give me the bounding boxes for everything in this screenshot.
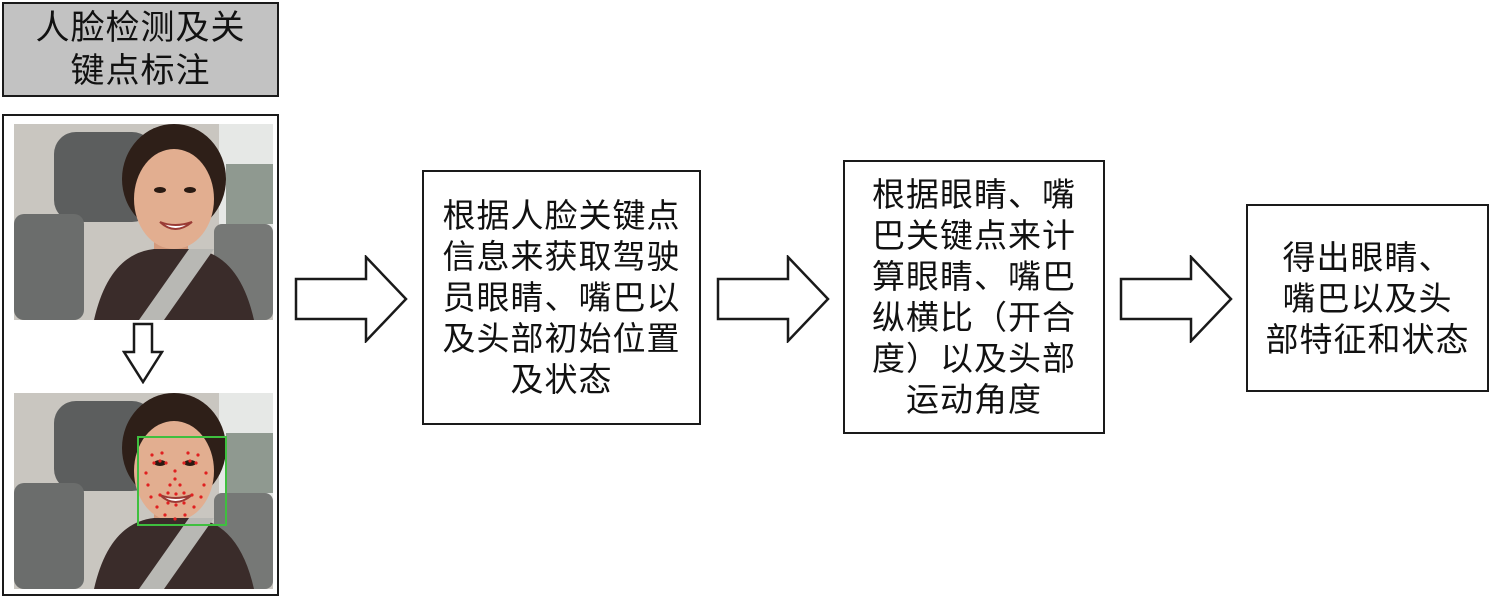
driver-face-photo-icon — [14, 124, 273, 320]
step-box-1: 根据人脸关键点 信息来获取驾驶 员眼睛、嘴巴以 及头部初始位置 及状态 — [422, 170, 701, 425]
title-box-text: 人脸检测及关 键点标注 — [35, 7, 246, 91]
driver-face-landmark-photo — [14, 393, 273, 589]
down-arrow-icon — [122, 322, 164, 384]
right-arrow-1-icon — [294, 255, 408, 343]
step-box-2-text: 根据眼睛、嘴 巴关键点来计 算眼睛、嘴巴 纵横比（开合 度）以及头部 运动角度 — [872, 175, 1076, 419]
right-arrow-2-icon — [716, 255, 830, 343]
step-box-1-text: 根据人脸关键点 信息来获取驾驶 员眼睛、嘴巴以 及头部初始位置 及状态 — [442, 196, 681, 399]
driver-face-photo — [14, 124, 273, 320]
photo-panel — [2, 114, 279, 596]
driver-face-landmark-photo-icon — [14, 393, 273, 589]
title-box: 人脸检测及关 键点标注 — [2, 2, 279, 97]
step-box-3-text: 得出眼睛、 嘴巴以及头 部特征和状态 — [1265, 237, 1470, 359]
right-arrow-3-icon — [1119, 255, 1233, 343]
step-box-2: 根据眼睛、嘴 巴关键点来计 算眼睛、嘴巴 纵横比（开合 度）以及头部 运动角度 — [843, 160, 1105, 434]
step-box-3: 得出眼睛、 嘴巴以及头 部特征和状态 — [1246, 204, 1489, 392]
